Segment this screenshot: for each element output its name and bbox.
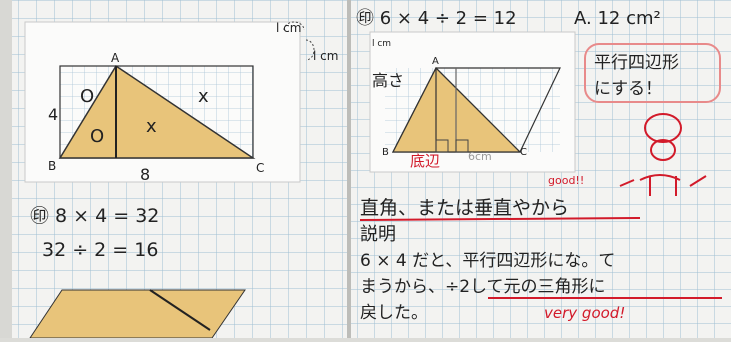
reason-line: 直角、または垂直やから [360,197,569,219]
explanation-line-1: 6 × 4 だと、平行四辺形にな。て [360,251,615,271]
reason-underline [359,217,641,221]
callout-box [584,43,721,103]
left-notebook-page: A B C 4 8 O O x x l cm l cm ㊞ 8 × 4 = 32… [12,0,347,339]
vertex-a-label-right: A [432,56,439,67]
mark-o-top: O [80,86,94,107]
good-note: good!! [548,174,584,187]
vertex-a-label: A [111,51,120,65]
explanation-line-2: まうから、÷2して元の三角形に [360,277,606,297]
vertex-b-label-right: B [382,147,389,158]
base-label: 底辺 [410,152,440,170]
vertex-c-label: C [256,161,264,175]
unit-label-right: l cm [372,39,391,49]
right-notebook-page: ㊞ 6 × 4 ÷ 2 = 12 A. 12 cm² A B C l cm 高さ… [351,0,731,338]
explanation-title: 説明 [360,224,396,245]
callout-line-1: 平行四辺形 [594,53,679,73]
very-good-note: very good! [544,304,625,322]
height-4-label: 4 [48,105,58,124]
base-8-label: 8 [140,165,150,184]
base-note: 6cm [468,150,492,163]
vertex-b-label: B [48,159,56,173]
header-answer: A. 12 cm² [574,8,661,29]
vertex-c-label-right: C [520,147,527,158]
mark-o-bottom: O [90,126,104,147]
mark-x-top: x [198,86,209,107]
header-formula: ㊞ 6 × 4 ÷ 2 = 12 [356,8,517,29]
teacher-doodle [619,113,707,196]
work-line-1: ㊞ 8 × 4 = 32 [30,205,159,227]
callout-line-2: にする！ [594,79,662,99]
unit-label-side: l cm [313,49,338,63]
unit-label-top: l cm [276,21,301,35]
triangle-abc [58,64,256,159]
pasted-parallelogram [29,289,246,339]
explanation-line-3: 戻した。 [360,303,428,323]
height-label: 高さ [372,71,404,90]
mark-x-middle: x [146,116,157,137]
work-line-2: 32 ÷ 2 = 16 [42,239,158,261]
